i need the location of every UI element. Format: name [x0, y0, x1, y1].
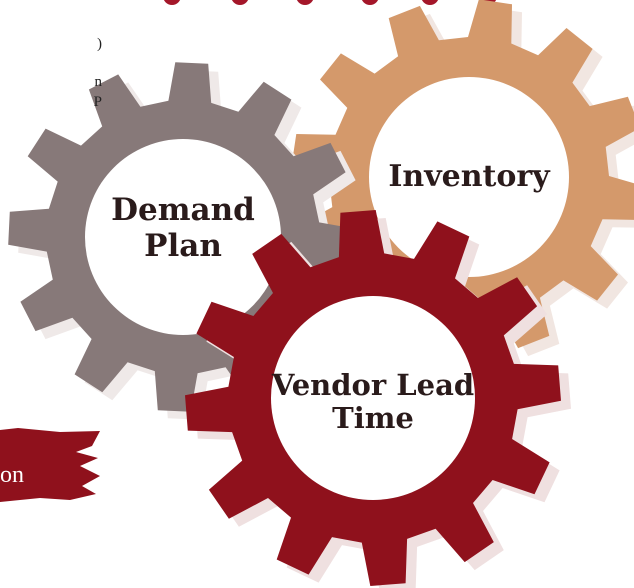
top-decoration — [163, 0, 497, 5]
demand-plan-line-1: Demand — [111, 192, 255, 228]
inventory-label: Inventory — [378, 159, 560, 195]
banner-brush — [0, 428, 100, 502]
demand-plan-line-2: Plan — [144, 227, 222, 264]
vendor-lead-time-line-1: Vendor Lead — [271, 368, 475, 402]
demand-plan-label: Demand Plan — [93, 192, 273, 264]
vendor-lead-time-label: Vendor Lead Time — [263, 368, 483, 436]
inventory-line-1: Inventory — [388, 159, 550, 194]
vendor-lead-time-gear — [185, 210, 571, 588]
vendor-lead-time-line-2: Time — [332, 401, 414, 436]
side-text-line-3: P — [93, 94, 102, 110]
side-text-line-2: n — [94, 74, 103, 90]
banner-text: on — [0, 462, 24, 488]
side-text-line-1: ) — [97, 36, 102, 52]
